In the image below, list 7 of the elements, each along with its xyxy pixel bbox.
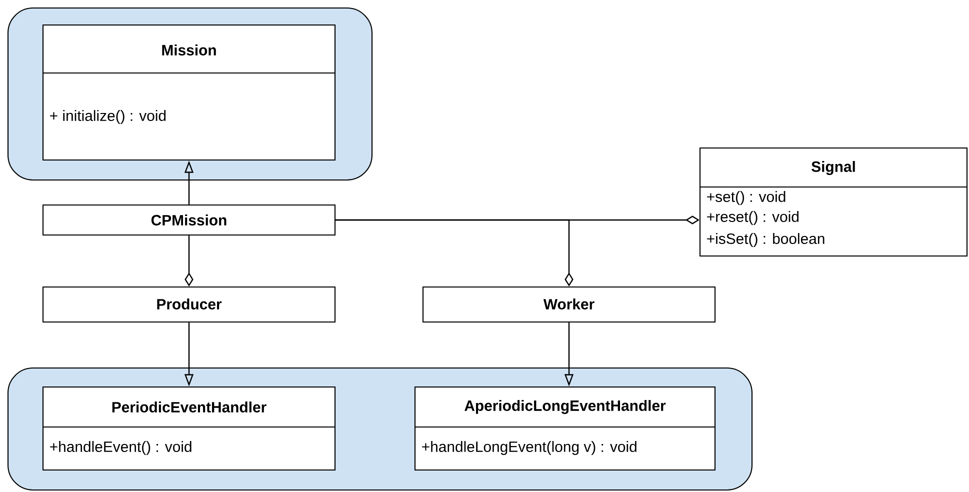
class-box: Mission + initialize() : void	[42, 24, 336, 161]
class-box: Worker	[422, 286, 716, 323]
class-box: Signal +set() : void +reset() : void +isSet() : boolean	[699, 147, 968, 257]
class-box: AperiodicLongEventHandler +handleLongEvent(long v) : void	[414, 386, 716, 471]
class-box: CPMission	[42, 204, 336, 236]
class-box: Producer	[42, 286, 336, 323]
class-box: PeriodicEventHandler +handleEvent() : void	[42, 386, 336, 471]
